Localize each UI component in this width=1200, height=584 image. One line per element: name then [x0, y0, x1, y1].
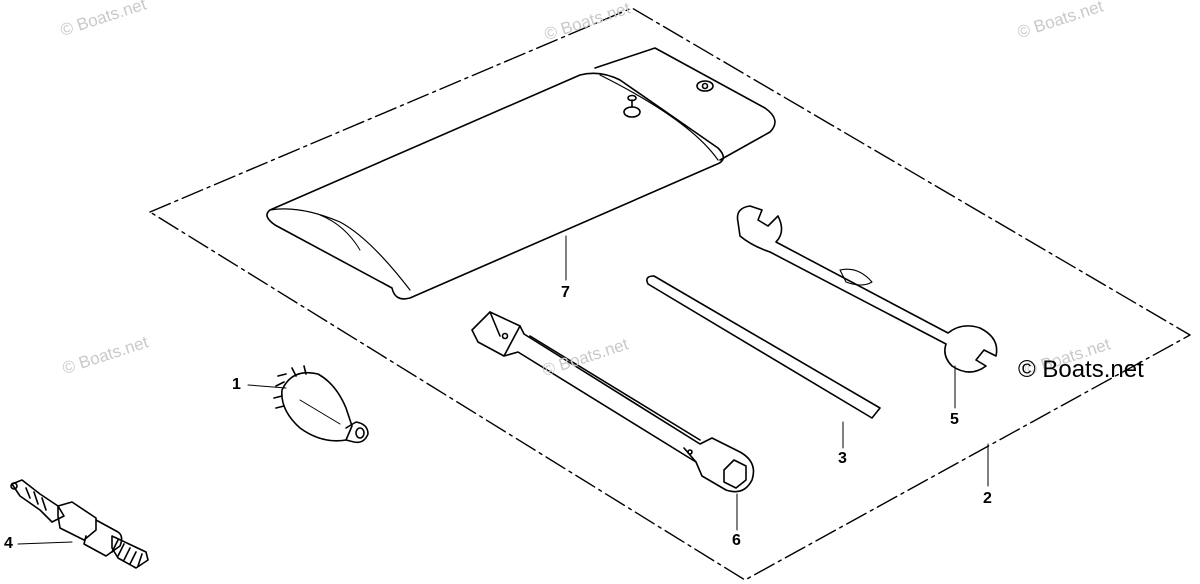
cap-part: [273, 365, 369, 444]
spark-plug-part: [10, 479, 149, 569]
callout-1: 1: [232, 376, 241, 393]
callout-5: 5: [950, 411, 959, 428]
leader-lines: [17, 235, 989, 545]
callout-2: 2: [983, 490, 992, 507]
tool-kit-boundary: [149, 7, 1191, 581]
callout-7: 7: [561, 284, 570, 301]
callout-4: 4: [4, 535, 13, 552]
callout-3: 3: [838, 450, 847, 467]
box-wrench-part: [471, 311, 755, 493]
callout-6: 6: [732, 532, 741, 549]
open-end-wrench-part: [736, 205, 998, 373]
rod-part: [646, 275, 881, 419]
tool-bag-part: [266, 47, 776, 300]
copyright-label: © Boats.net: [1018, 356, 1144, 383]
